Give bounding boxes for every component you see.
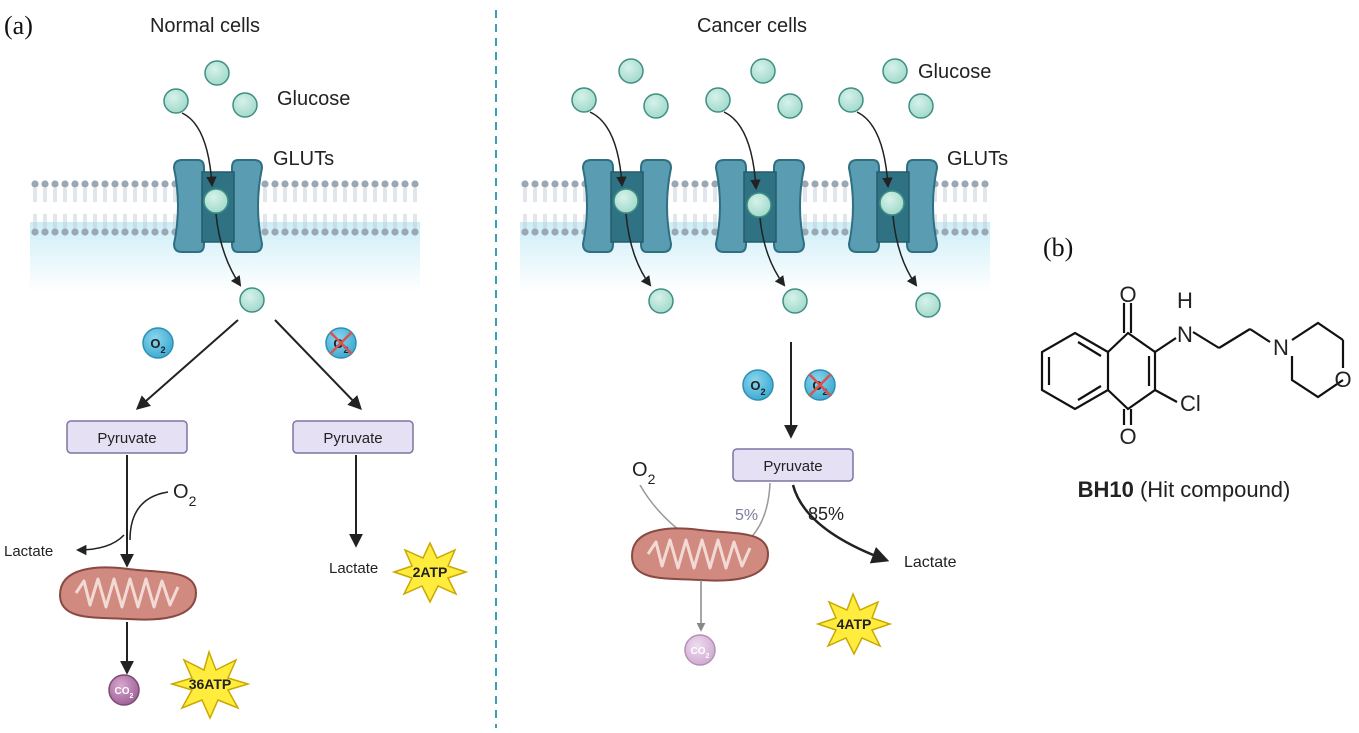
pyruvate-label: Pyruvate xyxy=(97,430,156,447)
glucose-label: Glucose xyxy=(918,61,991,83)
glucose-exit-arrow xyxy=(625,213,652,287)
glucose-molecule xyxy=(915,292,941,318)
glucose-entry-arrow xyxy=(723,111,761,191)
glucose-molecule xyxy=(232,92,258,118)
bond xyxy=(1192,331,1220,349)
glucose-molecule xyxy=(782,288,808,314)
atom-label: O xyxy=(1119,424,1136,449)
o2-badge xyxy=(742,369,774,401)
o2-badge xyxy=(142,327,174,359)
o2-label: O2 xyxy=(173,481,197,509)
atp-burst-icon xyxy=(391,541,469,604)
cancer-cells-panel: Cancer cells Glucose GLUTs O2 O2 xyxy=(520,15,1008,666)
glucose-molecule xyxy=(882,58,908,84)
compound-caption: BH10 (Hit compound) xyxy=(1078,477,1291,502)
o2-label-text: O xyxy=(173,481,189,503)
glucose-molecule xyxy=(908,93,934,119)
compound-name: BH10 xyxy=(1078,477,1134,502)
co2-molecule xyxy=(108,674,140,706)
atom-label: N xyxy=(1273,335,1289,360)
glucose-exit-arrow xyxy=(759,217,786,287)
glucose-molecule xyxy=(203,188,229,214)
atom-label: N xyxy=(1177,322,1193,347)
glucose-molecule xyxy=(163,88,189,114)
glucose-entry-arrow xyxy=(856,111,893,189)
pct-lactate-label: 85% xyxy=(808,504,844,524)
atp-burst-icon xyxy=(815,592,893,656)
glucose-entry-arrow xyxy=(181,112,217,188)
atom-label: O xyxy=(1334,367,1351,392)
o2-input-line xyxy=(129,491,169,541)
o2-label: O2 xyxy=(632,459,656,487)
bond xyxy=(1154,337,1177,353)
bond xyxy=(1218,328,1251,349)
bond xyxy=(1077,341,1102,357)
morpholine-ring xyxy=(1290,321,1344,399)
glucose-label: Glucose xyxy=(277,88,350,110)
atp-label: 4ATP xyxy=(837,616,872,632)
pct-mito-label: 5% xyxy=(735,507,758,524)
glucose-exit-arrow xyxy=(892,215,918,287)
gluts-label: GLUTs xyxy=(273,148,334,170)
cancer-cells-title: Cancer cells xyxy=(697,15,807,37)
glucose-molecule xyxy=(618,58,644,84)
normal-cells-title: Normal cells xyxy=(150,15,260,37)
glucose-molecule xyxy=(204,60,230,86)
co2-label: CO2 xyxy=(115,686,134,700)
glucose-molecule xyxy=(746,192,772,218)
glucose-exit-arrow xyxy=(215,213,242,287)
glucose-molecule xyxy=(571,87,597,113)
pyruvate-label: Pyruvate xyxy=(763,458,822,475)
atp-label: 36ATP xyxy=(189,676,232,692)
glucose-molecule xyxy=(838,87,864,113)
mitochondrion-icon xyxy=(630,526,770,583)
cross-icon xyxy=(329,331,353,355)
atp-burst-icon xyxy=(169,649,251,720)
cross-icon xyxy=(808,373,832,397)
lactate-label: Lactate xyxy=(4,543,53,560)
glucose-molecule xyxy=(643,93,669,119)
atp-label: 2ATP xyxy=(413,564,448,580)
quinone-ring xyxy=(1107,331,1157,411)
atom-label: Cl xyxy=(1180,391,1201,416)
glucose-molecule xyxy=(777,93,803,119)
bond xyxy=(1154,389,1178,403)
lactate-label: Lactate xyxy=(904,554,957,571)
panel-b-label: (b) xyxy=(1043,233,1073,262)
bh10-structure xyxy=(1040,303,1345,425)
pyruvate-box xyxy=(292,420,414,454)
bond xyxy=(1249,328,1271,343)
glucose-entry-arrow xyxy=(589,111,627,188)
glucose-molecule xyxy=(648,288,674,314)
compound-note: (Hit compound) xyxy=(1134,477,1291,502)
glucose-molecule xyxy=(879,190,905,216)
normal-cells-panel: Normal cells Glucose GLUTs O2 O2 Pyruvat… xyxy=(4,15,469,720)
panel-a-label: (a) xyxy=(4,11,33,40)
aerobic-arrow xyxy=(135,319,239,410)
pyruvate-box xyxy=(66,420,188,454)
benzene-ring xyxy=(1040,331,1110,411)
gluts-label: GLUTs xyxy=(947,148,1008,170)
major-lactate-arrow xyxy=(791,484,890,564)
pyruvate-box xyxy=(732,448,854,482)
bond xyxy=(1077,385,1102,401)
glucose-molecule xyxy=(750,58,776,84)
panel-b: (b) O O H N xyxy=(1040,233,1352,502)
atom-label: O xyxy=(1119,282,1136,307)
glucose-molecule xyxy=(239,287,265,313)
co2-label: CO2 xyxy=(691,646,710,660)
glucose-molecule xyxy=(613,188,639,214)
anaerobic-arrow xyxy=(274,319,362,411)
atom-label: H xyxy=(1177,288,1193,313)
pyruvate-label: Pyruvate xyxy=(323,430,382,447)
glucose-molecule xyxy=(705,87,731,113)
mitochondrion-icon xyxy=(58,565,198,622)
lactate-label: Lactate xyxy=(329,560,378,577)
lactate-branch-arrow xyxy=(75,534,125,556)
co2-molecule xyxy=(684,634,716,666)
